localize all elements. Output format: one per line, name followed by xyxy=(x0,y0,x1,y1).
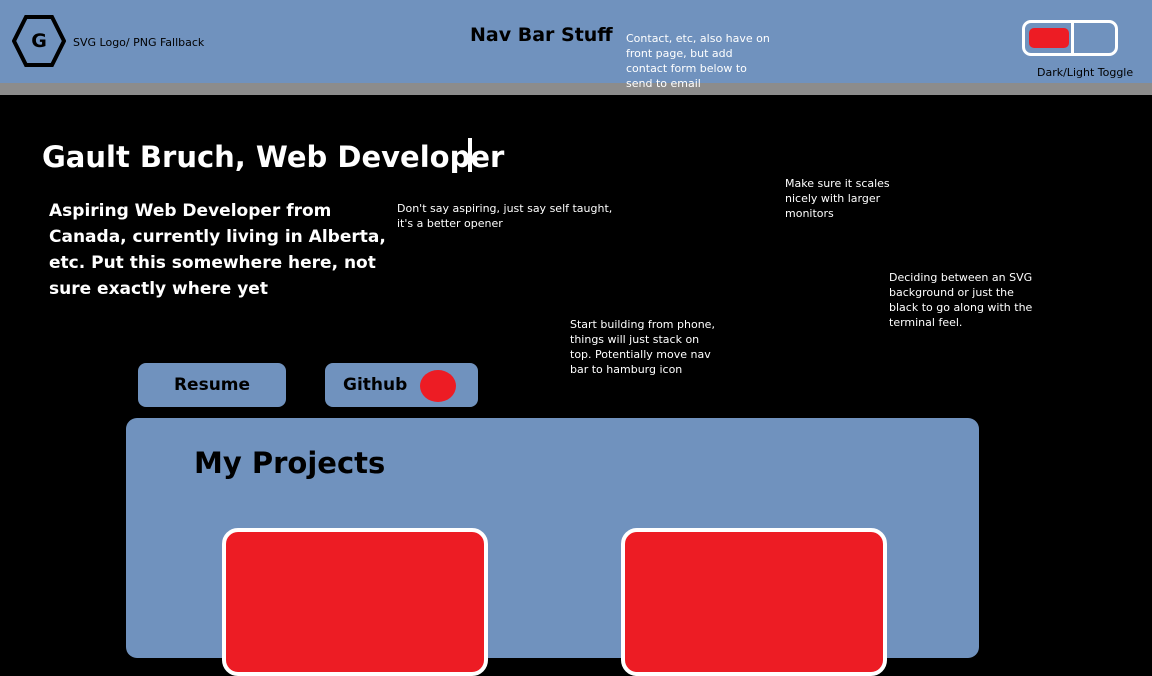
nav-note: Contact, etc, also have on front page, b… xyxy=(626,32,770,90)
logo-letter: G xyxy=(31,30,47,52)
hero-subtitle: Aspiring Web Developer from Canada, curr… xyxy=(49,201,386,299)
project-card[interactable] xyxy=(621,528,887,676)
projects-title: My Projects xyxy=(194,446,386,480)
resume-button-label: Resume xyxy=(173,375,251,395)
project-card[interactable] xyxy=(222,528,488,676)
note-scaling: Make sure it scales nicely with larger m… xyxy=(785,177,890,220)
resume-button[interactable]: Resume xyxy=(138,363,286,407)
note-opener: Don't say aspiring, just say self taught… xyxy=(397,202,613,230)
note-mobile: Start building from phone, things will j… xyxy=(570,318,715,376)
github-icon[interactable] xyxy=(420,370,456,402)
toggle-knob xyxy=(1029,28,1069,48)
hero-title: Gault Bruch, Web Developer xyxy=(42,140,505,174)
dark-light-toggle[interactable] xyxy=(1022,20,1118,56)
toggle-label: Dark/Light Toggle xyxy=(1037,66,1134,79)
toggle-divider xyxy=(1071,23,1074,53)
logo-caption: SVG Logo/ PNG Fallback xyxy=(73,36,205,49)
text-cursor xyxy=(468,138,472,172)
hexagon-logo-icon[interactable] xyxy=(12,14,66,68)
nav-divider xyxy=(0,83,1152,95)
note-background: Deciding between an SVG background or ju… xyxy=(889,271,1033,329)
github-button-label: Github xyxy=(343,375,408,395)
nav-bar xyxy=(0,0,1152,83)
nav-title: Nav Bar Stuff xyxy=(470,24,613,46)
